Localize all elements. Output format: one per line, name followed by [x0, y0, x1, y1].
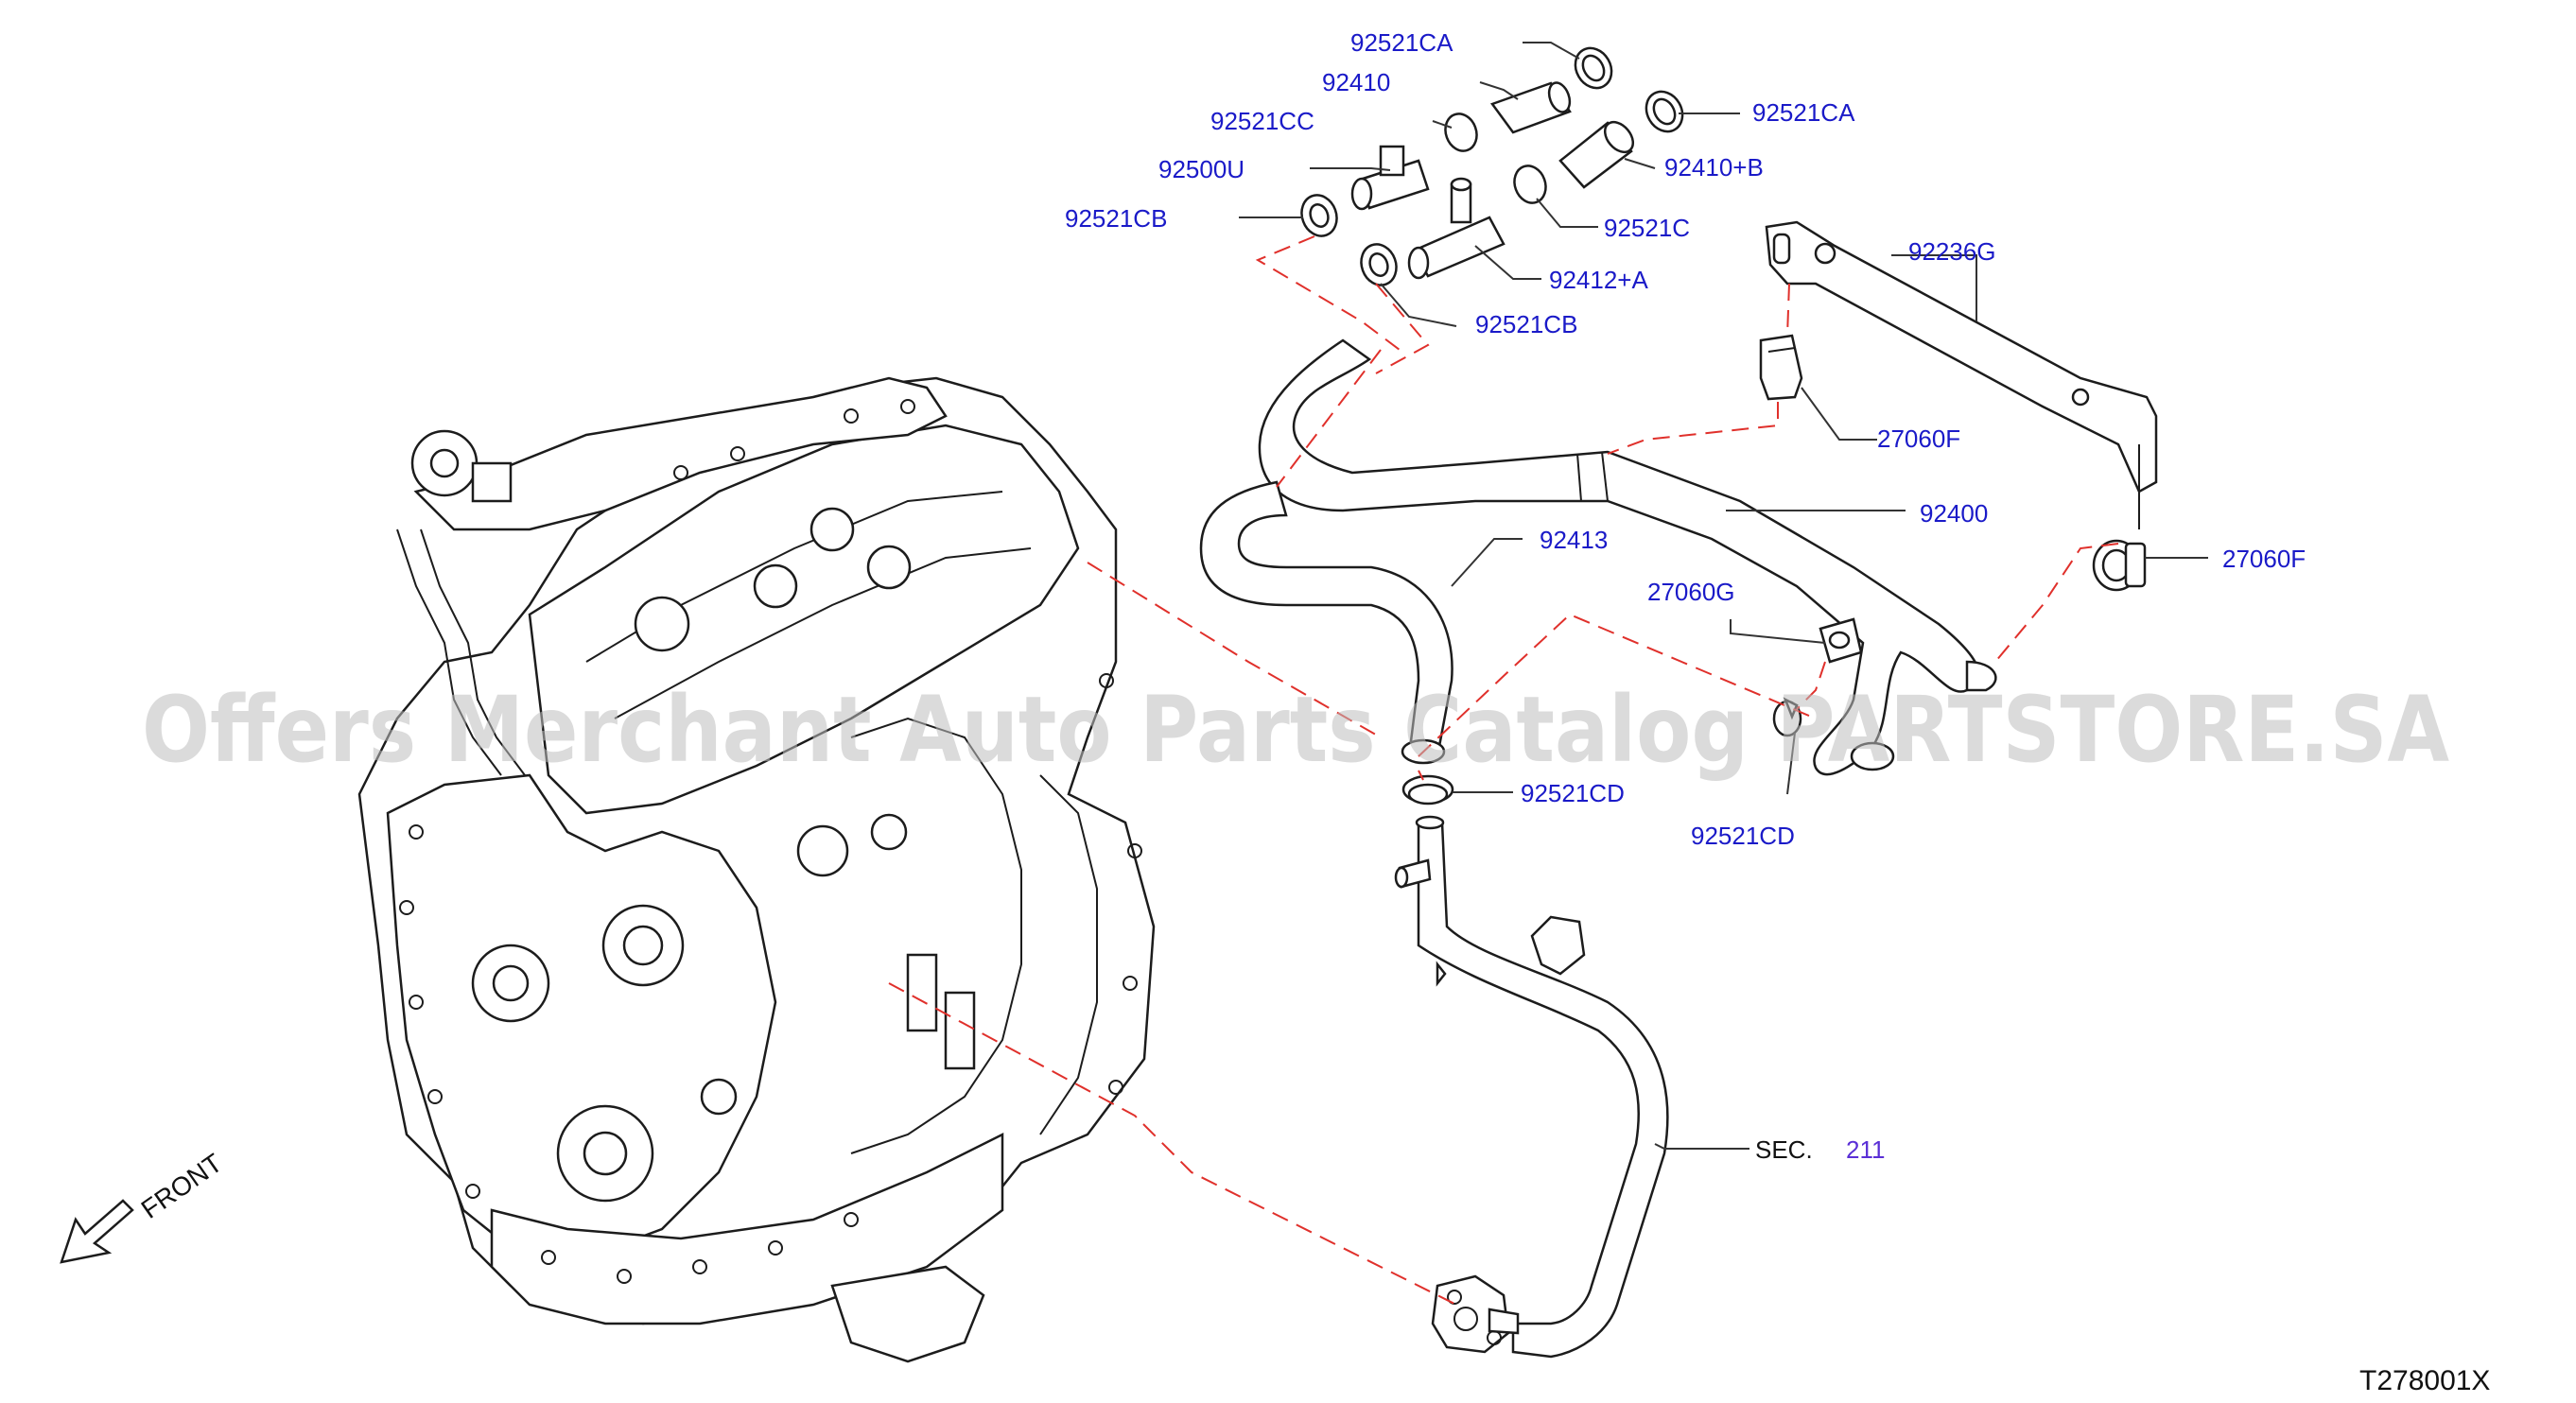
label-27060G[interactable]: 27060G [1647, 578, 1735, 606]
label-27060F-right[interactable]: 27060F [2222, 545, 2306, 573]
label-92521CD-left[interactable]: 92521CD [1521, 779, 1625, 807]
label-92236G[interactable]: 92236G [1908, 237, 1996, 266]
label-92500U[interactable]: 92500U [1158, 155, 1244, 183]
watermark-text: Offers Merchant Auto Parts Catalog PARTS… [142, 677, 2449, 783]
front-label: FRONT [136, 1148, 228, 1224]
label-92400[interactable]: 92400 [1920, 499, 1988, 528]
section-link-211[interactable]: 211 [1846, 1135, 1885, 1164]
engine-assembly-drawing [357, 376, 1156, 1363]
label-92521CB-lower[interactable]: 92521CB [1475, 310, 1577, 338]
assembly-callout-lines [888, 235, 2119, 1306]
label-sec: SEC. [1755, 1135, 1813, 1164]
label-92521CA-top[interactable]: 92521CA [1350, 28, 1453, 57]
label-92521C[interactable]: 92521C [1604, 214, 1690, 242]
front-arrow-icon [60, 1199, 134, 1264]
clips-lower-drawing [1401, 617, 1863, 805]
part-labels: 92521CA 92410 92521CC 92500U 92521CB 925… [1065, 28, 2306, 1164]
label-leader-lines [1239, 42, 2208, 1150]
front-direction-indicator: FRONT [60, 1148, 228, 1264]
label-92410B[interactable]: 92410+B [1664, 153, 1764, 182]
water-pipe-sec211-drawing [1394, 815, 1669, 1359]
label-92410[interactable]: 92410 [1322, 68, 1390, 96]
label-92521CC[interactable]: 92521CC [1210, 107, 1314, 135]
label-92521CD-right[interactable]: 92521CD [1691, 822, 1795, 850]
diagram-code: T278001X [2359, 1365, 2490, 1396]
label-27060F-upper[interactable]: 27060F [1877, 424, 1960, 453]
label-92412A[interactable]: 92412+A [1549, 266, 1648, 294]
hose-clamps-and-connectors [1300, 46, 1684, 286]
bracket-92236G-drawing [1759, 220, 2158, 592]
label-92521CA-right[interactable]: 92521CA [1752, 98, 1855, 127]
label-92413[interactable]: 92413 [1540, 526, 1608, 554]
label-92521CB-left[interactable]: 92521CB [1065, 204, 1167, 233]
